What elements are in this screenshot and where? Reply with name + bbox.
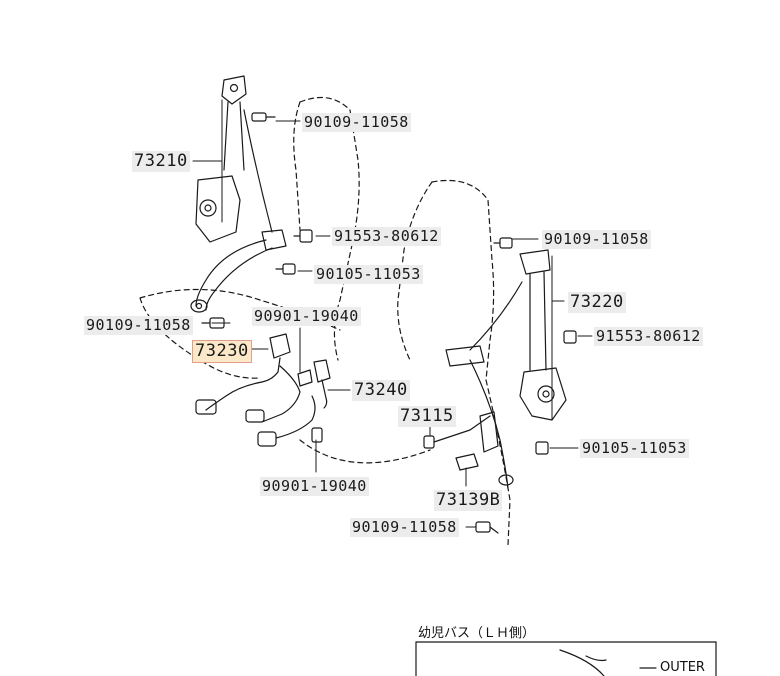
leader-lines — [192, 99, 593, 528]
outer-label: OUTER — [660, 660, 705, 675]
anchor-73115-icon — [423, 415, 491, 449]
label-90901-19040-upper[interactable]: 90901-19040 — [252, 307, 361, 326]
label-90109-11058-top-left[interactable]: 90109-11058 — [302, 113, 411, 132]
left-lap-belt — [195, 239, 267, 307]
inset-title: 幼児バス（ＬＨ側） — [418, 626, 536, 641]
label-73210[interactable]: 73210 — [132, 151, 190, 172]
label-73115[interactable]: 73115 — [398, 406, 456, 427]
left-seat-back-edge — [293, 101, 301, 231]
label-90109-11058-left-lower[interactable]: 90109-11058 — [84, 316, 193, 335]
buckle-center-icon — [297, 359, 331, 409]
label-73230[interactable]: 73230 — [192, 340, 252, 363]
label-90901-19040-lower[interactable]: 90901-19040 — [260, 477, 369, 496]
label-90109-11058-top-right[interactable]: 90109-11058 — [542, 230, 651, 249]
left-seat-cushion — [139, 288, 341, 379]
bolt-top-left-icon — [251, 112, 276, 122]
label-90105-11053-left[interactable]: 90105-11053 — [314, 265, 423, 284]
label-73220[interactable]: 73220 — [568, 292, 626, 313]
label-90109-11058-bottom[interactable]: 90109-11058 — [350, 518, 459, 537]
screw-right-icon — [535, 441, 549, 455]
left-anchor-icon — [190, 299, 208, 313]
bolt-bottom-icon — [475, 521, 499, 534]
right-seat-cushion — [299, 379, 511, 546]
label-90105-11053-right[interactable]: 90105-11053 — [580, 439, 689, 458]
label-73139b[interactable]: 73139B — [434, 490, 503, 511]
nut-right-icon — [563, 330, 577, 344]
label-91553-80612-right[interactable]: 91553-80612 — [594, 327, 703, 346]
inset-frame — [415, 641, 717, 676]
screw-left-icon — [275, 263, 296, 275]
label-91553-80612-left[interactable]: 91553-80612 — [332, 227, 441, 246]
nut-left-icon — [293, 229, 313, 243]
clip-lower-icon — [311, 427, 323, 443]
label-73240[interactable]: 73240 — [352, 380, 410, 401]
buckle-left-icon — [195, 333, 316, 447]
right-seat-outline — [431, 179, 495, 381]
left-lap-belt-2 — [205, 247, 273, 311]
anchor-73139b-icon — [455, 411, 499, 471]
retractor-left-icon — [195, 75, 287, 251]
retractor-right-icon — [445, 249, 567, 489]
bolt-top-right-icon — [493, 237, 513, 249]
right-seat-inner — [397, 181, 433, 361]
